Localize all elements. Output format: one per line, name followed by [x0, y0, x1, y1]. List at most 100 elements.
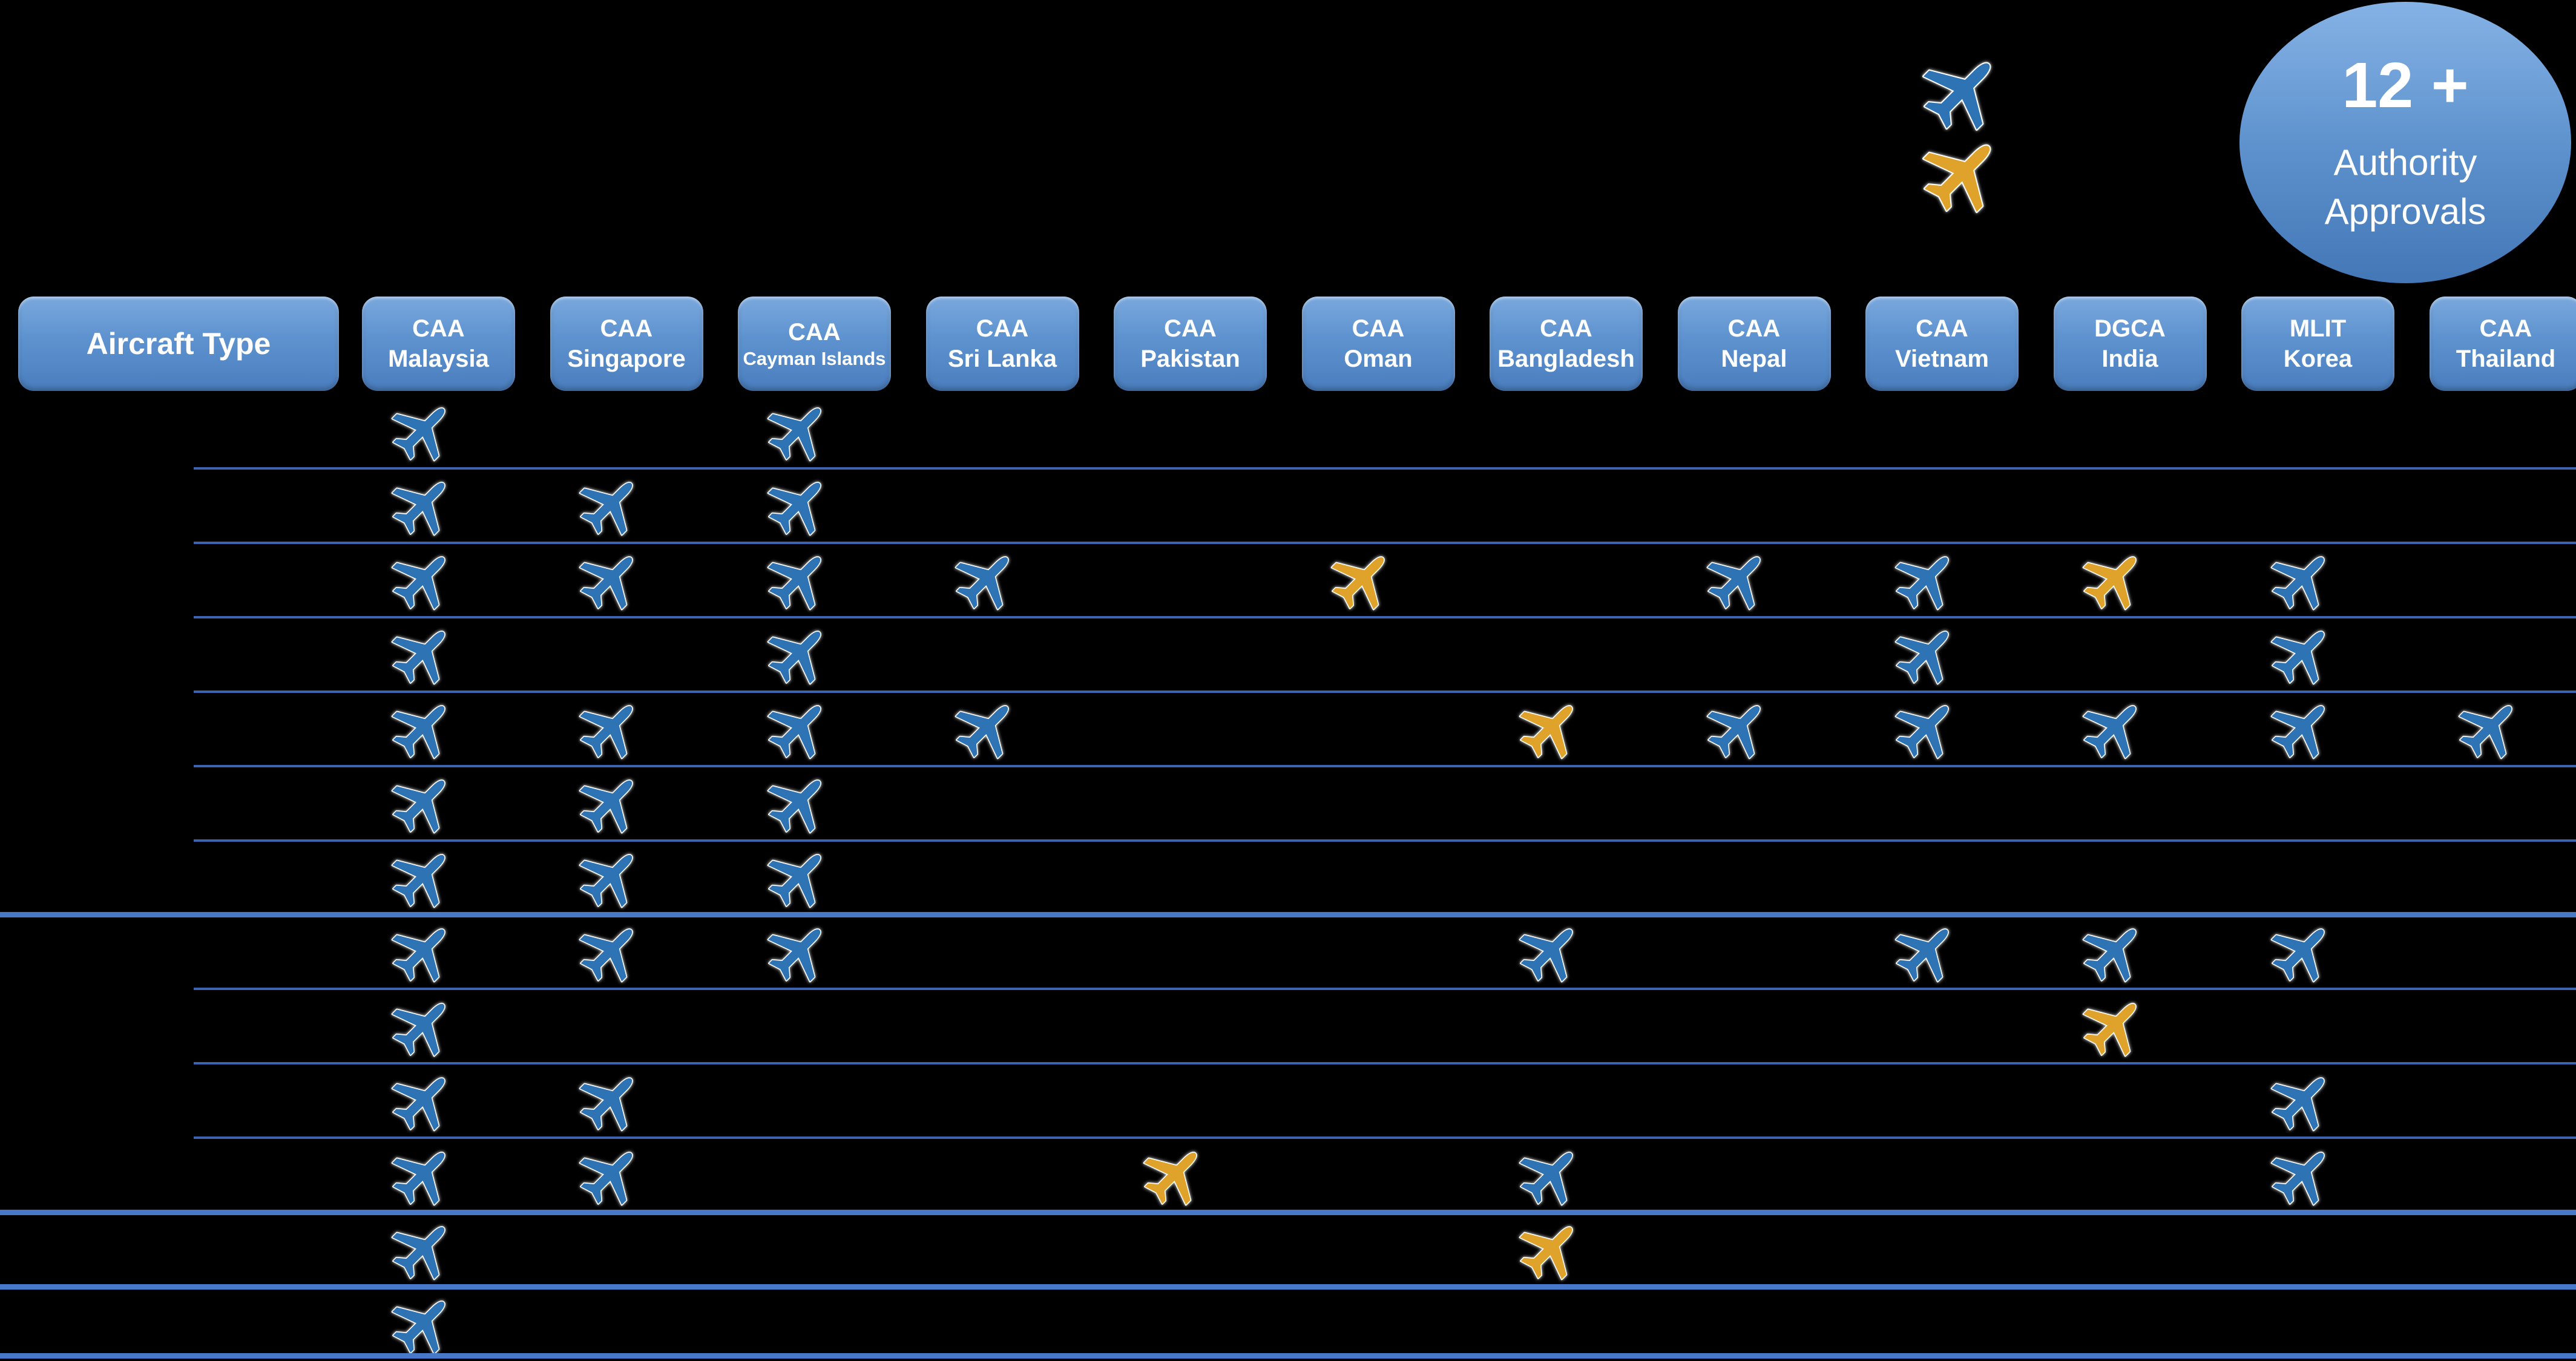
approval-blue-plane-icon: [386, 470, 458, 541]
blue-plane-icon: [386, 693, 458, 764]
column-header-line1: CAA: [976, 315, 1029, 342]
approval-blue-plane-icon: [762, 916, 833, 988]
approval-blue-plane-icon: [1514, 1140, 1585, 1211]
approval-blue-plane-icon: [386, 1288, 458, 1360]
column-header-line1: CAA: [600, 315, 653, 342]
approval-blue-plane-icon: [386, 1065, 458, 1136]
row-separator-thin: [194, 764, 2576, 767]
blue-plane-icon: [762, 842, 833, 913]
approval-blue-plane-icon: [386, 544, 458, 615]
approval-blue-plane-icon: [386, 842, 458, 913]
row-separator-thin: [194, 839, 2576, 842]
legend-orange-plane-icon: [1916, 129, 2006, 220]
blue-plane-icon: [1890, 693, 1961, 764]
approval-blue-plane-icon: [574, 1065, 645, 1136]
row-separator-thick: [0, 1284, 2576, 1290]
blue-plane-icon: [1916, 47, 2006, 137]
approval-blue-plane-icon: [950, 544, 1021, 615]
approval-blue-plane-icon: [386, 1214, 458, 1285]
column-header-line2: Vietnam: [1895, 346, 1989, 372]
approval-blue-plane-icon: [950, 693, 1021, 764]
approval-blue-plane-icon: [574, 470, 645, 541]
row-separator-thin: [194, 1136, 2576, 1140]
column-header-line2: Oman: [1344, 346, 1413, 372]
orange-plane-icon: [1514, 1214, 1585, 1285]
blue-plane-icon: [574, 916, 645, 988]
column-header-line1: DGCA: [2094, 315, 2166, 342]
blue-plane-icon: [386, 618, 458, 690]
approval-blue-plane-icon: [2266, 1065, 2337, 1136]
approval-blue-plane-icon: [2266, 618, 2337, 690]
approval-blue-plane-icon: [762, 842, 833, 913]
approval-blue-plane-icon: [2266, 916, 2337, 988]
approval-blue-plane-icon: [574, 767, 645, 839]
row-label: [18, 543, 339, 617]
approval-orange-plane-icon: [2077, 544, 2149, 615]
blue-plane-icon: [950, 544, 1021, 615]
row-label: [18, 989, 339, 1063]
approval-blue-plane-icon: [1890, 916, 1961, 988]
blue-plane-icon: [1514, 1140, 1585, 1211]
column-header-line1: CAA: [1727, 315, 1781, 342]
blue-plane-icon: [574, 470, 645, 541]
badge-value: 12 +: [2342, 50, 2469, 121]
row-separator-thin: [194, 1062, 2576, 1065]
blue-plane-icon: [2077, 693, 2149, 764]
approval-blue-plane-icon: [762, 618, 833, 690]
blue-plane-icon: [1514, 916, 1585, 988]
column-header-line1: CAA: [788, 318, 841, 346]
approval-blue-plane-icon: [574, 916, 645, 988]
approval-blue-plane-icon: [386, 395, 458, 467]
approval-blue-plane-icon: [762, 767, 833, 839]
column-header-line1: CAA: [412, 315, 465, 342]
approval-orange-plane-icon: [1138, 1140, 1209, 1211]
blue-plane-icon: [574, 767, 645, 839]
column-header-singapore: CAA Singapore: [550, 297, 703, 391]
blue-plane-icon: [386, 1214, 458, 1285]
blue-plane-icon: [574, 1140, 645, 1211]
blue-plane-icon: [2266, 1065, 2337, 1136]
blue-plane-icon: [574, 544, 645, 615]
blue-plane-icon: [574, 1065, 645, 1136]
approval-orange-plane-icon: [2077, 991, 2149, 1062]
approval-blue-plane-icon: [574, 693, 645, 764]
row-label: [18, 692, 339, 766]
blue-plane-icon: [762, 395, 833, 467]
blue-plane-icon: [1890, 544, 1961, 615]
column-header-line2: India: [2101, 346, 2158, 372]
approval-blue-plane-icon: [762, 395, 833, 467]
approval-blue-plane-icon: [2077, 693, 2149, 764]
blue-plane-icon: [386, 544, 458, 615]
column-header-line2: Thailand: [2456, 346, 2556, 372]
column-header-line1: CAA: [2479, 315, 2532, 342]
column-header-line2: Korea: [2283, 346, 2353, 372]
blue-plane-icon: [2266, 1140, 2337, 1211]
blue-plane-icon: [762, 544, 833, 615]
blue-plane-icon: [950, 693, 1021, 764]
blue-plane-icon: [762, 693, 833, 764]
approval-blue-plane-icon: [1514, 916, 1585, 988]
blue-plane-icon: [386, 991, 458, 1062]
column-header-vietnam: CAA Vietnam: [1865, 297, 2019, 391]
blue-plane-icon: [386, 470, 458, 541]
badge-label-line2: Approvals: [2324, 191, 2486, 232]
blue-plane-icon: [386, 1065, 458, 1136]
legend-blue-plane-icon: [1916, 47, 2006, 137]
column-header-thailand: CAA Thailand: [2429, 297, 2576, 391]
column-header-line2: Singapore: [567, 346, 686, 372]
approval-blue-plane-icon: [386, 991, 458, 1062]
column-header-line1: CAA: [1916, 315, 1968, 342]
blue-plane-icon: [574, 693, 645, 764]
approval-blue-plane-icon: [386, 1140, 458, 1211]
blue-plane-icon: [1890, 618, 1961, 690]
aircraft-type-header: Aircraft Type: [18, 297, 339, 391]
row-label: [18, 1138, 339, 1212]
column-header-line2: Malaysia: [388, 346, 489, 372]
approval-blue-plane-icon: [2453, 693, 2525, 764]
